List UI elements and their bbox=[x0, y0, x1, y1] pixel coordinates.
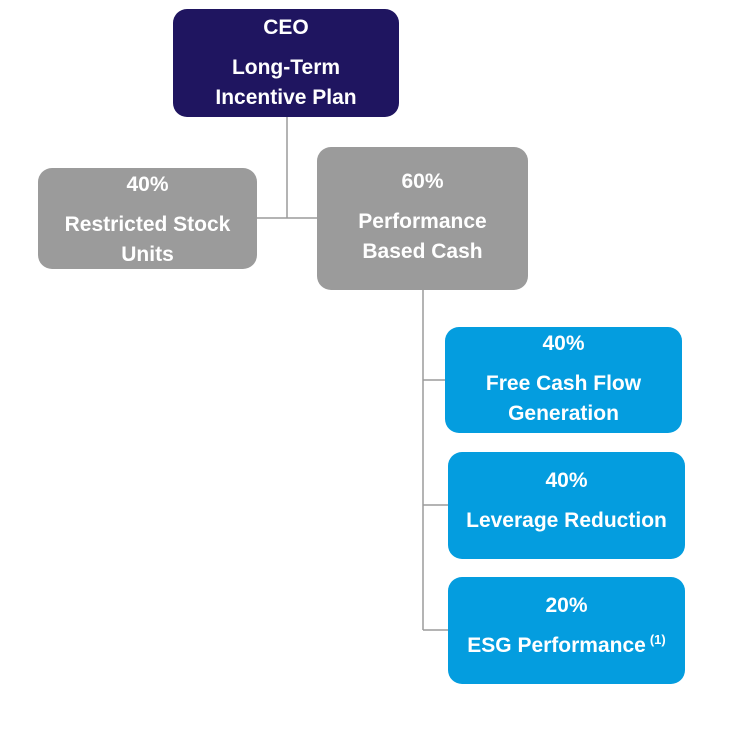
esg-label-row: ESG Performance(1) bbox=[467, 631, 665, 661]
esg-footnote-marker: (1) bbox=[649, 632, 666, 647]
rsu-label-line2: Units bbox=[121, 243, 174, 266]
restricted-stock-units-box: 40% Restricted Stock Units bbox=[38, 168, 257, 269]
ceo-label-line2: Incentive Plan bbox=[215, 86, 357, 109]
fcf-label-line2: Generation bbox=[508, 402, 619, 425]
performance-based-cash-box: 60% Performance Based Cash bbox=[317, 147, 528, 290]
leverage-reduction-box: 40% Leverage Reduction bbox=[448, 452, 685, 559]
pbc-label-line2: Based Cash bbox=[362, 240, 483, 263]
leverage-label: Leverage Reduction bbox=[466, 509, 667, 532]
fcf-label-line1: Free Cash Flow bbox=[485, 372, 642, 395]
rsu-label-line1: Restricted Stock bbox=[64, 213, 231, 236]
ceo-ltip-box: CEO Long-Term Incentive Plan bbox=[173, 9, 399, 117]
fcf-percent: 40% bbox=[542, 332, 585, 355]
free-cash-flow-box: 40% Free Cash Flow Generation bbox=[445, 327, 682, 433]
esg-label: ESG Performance bbox=[467, 634, 646, 657]
esg-performance-box: 20% ESG Performance(1) bbox=[448, 577, 685, 684]
leverage-percent: 40% bbox=[545, 469, 588, 492]
ceo-label-line1: Long-Term bbox=[231, 56, 341, 79]
pbc-label-line1: Performance bbox=[358, 210, 487, 233]
rsu-percent: 40% bbox=[126, 173, 169, 196]
pbc-percent: 60% bbox=[401, 170, 444, 193]
ceo-title: CEO bbox=[263, 16, 309, 39]
esg-percent: 20% bbox=[545, 594, 588, 617]
